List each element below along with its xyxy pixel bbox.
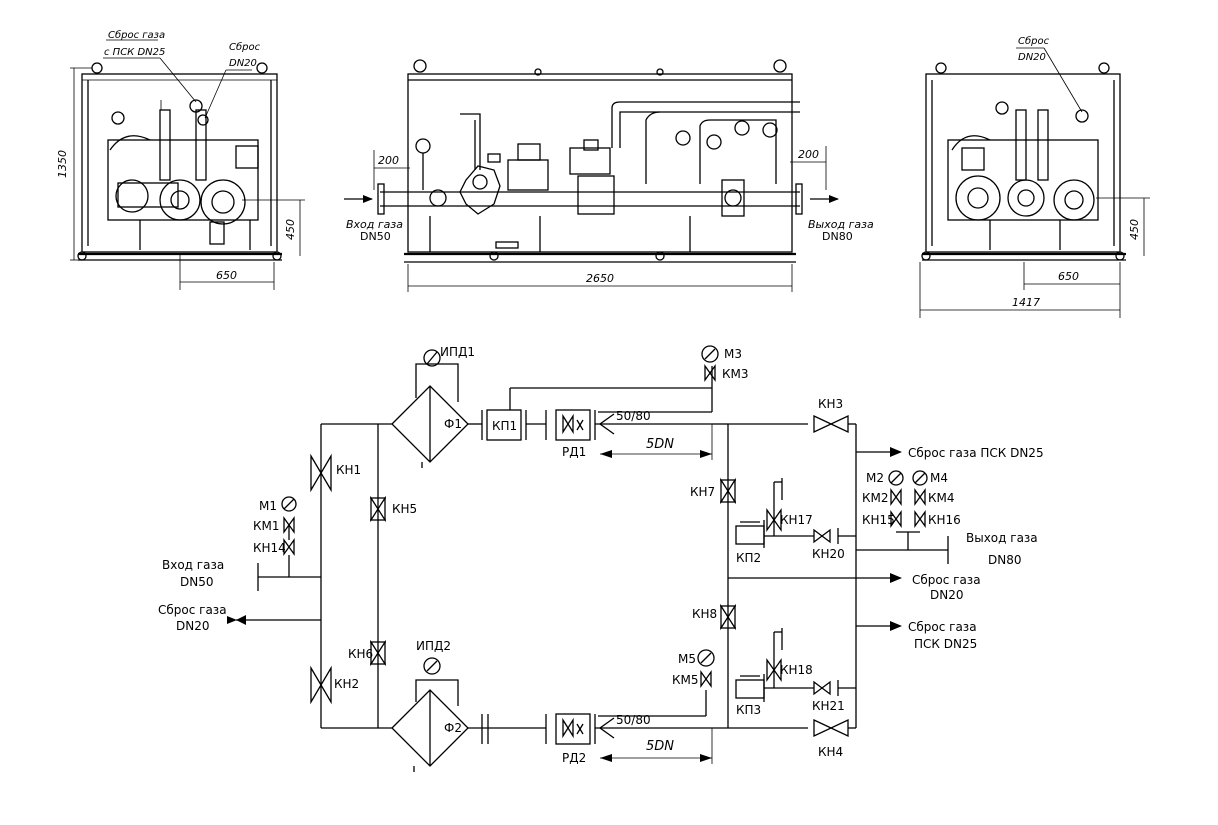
ratio1-label: 50/80 (616, 409, 651, 423)
right-dim-total: 1417 (1012, 296, 1040, 309)
rd2-label: РД2 (562, 751, 586, 765)
scheme-inlet-size: DN50 (180, 575, 214, 589)
f2-label: Ф2 (444, 721, 462, 735)
left-dim-side: 450 (284, 219, 297, 240)
vent-mid-size: DN20 (930, 588, 964, 602)
km1-label: КМ1 (253, 519, 280, 533)
scheme-vent-left-label: Сброс газа (158, 603, 227, 617)
kp1-box (486, 409, 522, 441)
right-dim-width: 650 (1058, 270, 1079, 283)
kn6-label: КН6 (348, 647, 373, 661)
kn1-valve (310, 453, 332, 493)
left-leader-vent2-size: DN20 (229, 58, 257, 69)
rd1-box (555, 409, 591, 441)
f1-label: Ф1 (444, 417, 462, 431)
kn4-label: КН4 (818, 745, 843, 759)
front-outlet-size: DN80 (822, 230, 853, 243)
left-dim-width: 650 (216, 269, 237, 282)
right-leader-vent-size: DN20 (1018, 52, 1046, 63)
kp1-label: КП1 (492, 419, 517, 433)
right-dim-side: 450 (1128, 219, 1141, 240)
left-leader-vent-size: с ПСК DN25 (104, 47, 165, 58)
front-view: Вход газа DN50 Выход газа DN80 200 200 2… (344, 59, 874, 292)
dn2-label: 5DN (646, 739, 674, 754)
gas-flow-scheme: Вход газа DN50 Сброс газа DN20 М1 КМ1 КН… (158, 345, 1044, 772)
front-dim-left: 200 (378, 154, 399, 167)
kn2-label: КН2 (334, 677, 359, 691)
kn3-label: КН3 (818, 397, 843, 411)
ratio2-label: 50/80 (616, 713, 651, 727)
kn5-label: КН5 (392, 502, 417, 516)
km5-label: КМ5 (672, 673, 699, 687)
kp2-box (735, 525, 765, 545)
kn3-valve (813, 414, 849, 434)
m2-label: М2 (866, 471, 884, 485)
right-side-view: Сброс DN20 450 650 1417 (919, 35, 1150, 318)
km2-label: КМ2 (862, 491, 889, 505)
kn4-valve (813, 718, 849, 738)
right-leader-vent-label: Сброс (1018, 35, 1050, 47)
rd2-box (555, 713, 591, 745)
kn20-label: КН20 (812, 547, 845, 561)
vent-psk-bottom-size: ПСК DN25 (914, 637, 977, 651)
m3-label: М3 (724, 347, 742, 361)
rd1-label: РД1 (562, 445, 586, 459)
kp3-label: КП3 (736, 703, 761, 717)
scheme-vent-left-size: DN20 (176, 619, 210, 633)
kn21-label: КН21 (812, 699, 845, 713)
kn16-label: КН16 (928, 513, 961, 527)
ipd1-label: ИПД1 (440, 345, 475, 359)
km4-label: КМ4 (928, 491, 955, 505)
kp3-box (735, 679, 765, 699)
m1-label: М1 (259, 499, 277, 513)
left-dim-height: 1350 (56, 150, 69, 178)
dn1-label: 5DN (646, 437, 674, 452)
vent-psk-bottom-label: Сброс газа (908, 620, 977, 634)
left-side-view: Сброс газа с ПСК DN25 Сброс DN20 1350 45… (56, 29, 305, 290)
kn8-label: КН8 (692, 607, 717, 621)
vent-mid-label: Сброс газа (912, 573, 981, 587)
front-outlet-label: Выход газа (808, 218, 874, 231)
scheme-inlet-label: Вход газа (162, 558, 224, 572)
m1-gauge (281, 496, 297, 512)
kn15-label: КН15 (862, 513, 895, 527)
kp2-label: КП2 (736, 551, 761, 565)
front-dim-right: 200 (798, 148, 819, 161)
front-dim-length: 2650 (586, 272, 614, 285)
outlet-size: DN80 (988, 553, 1022, 567)
front-inlet-label: Вход газа (346, 218, 403, 231)
left-leader-vent-label: Сброс газа (108, 29, 165, 41)
kn18-label: КН18 (780, 663, 813, 677)
kn2-valve (310, 665, 332, 705)
front-inlet-size: DN50 (360, 230, 391, 243)
outlet-label: Выход газа (966, 531, 1038, 545)
left-leader-vent2-label: Сброс (229, 41, 261, 53)
m5-label: М5 (678, 652, 696, 666)
vent-psk-top-label: Сброс газа ПСК DN25 (908, 446, 1044, 460)
m4-label: М4 (930, 471, 948, 485)
kn14-label: КН14 (253, 541, 286, 555)
kn1-label: КН1 (336, 463, 361, 477)
kn17-label: КН17 (780, 513, 813, 527)
km3-label: КМ3 (722, 367, 749, 381)
ipd2-label: ИПД2 (416, 639, 451, 653)
kn7-label: КН7 (690, 485, 715, 499)
